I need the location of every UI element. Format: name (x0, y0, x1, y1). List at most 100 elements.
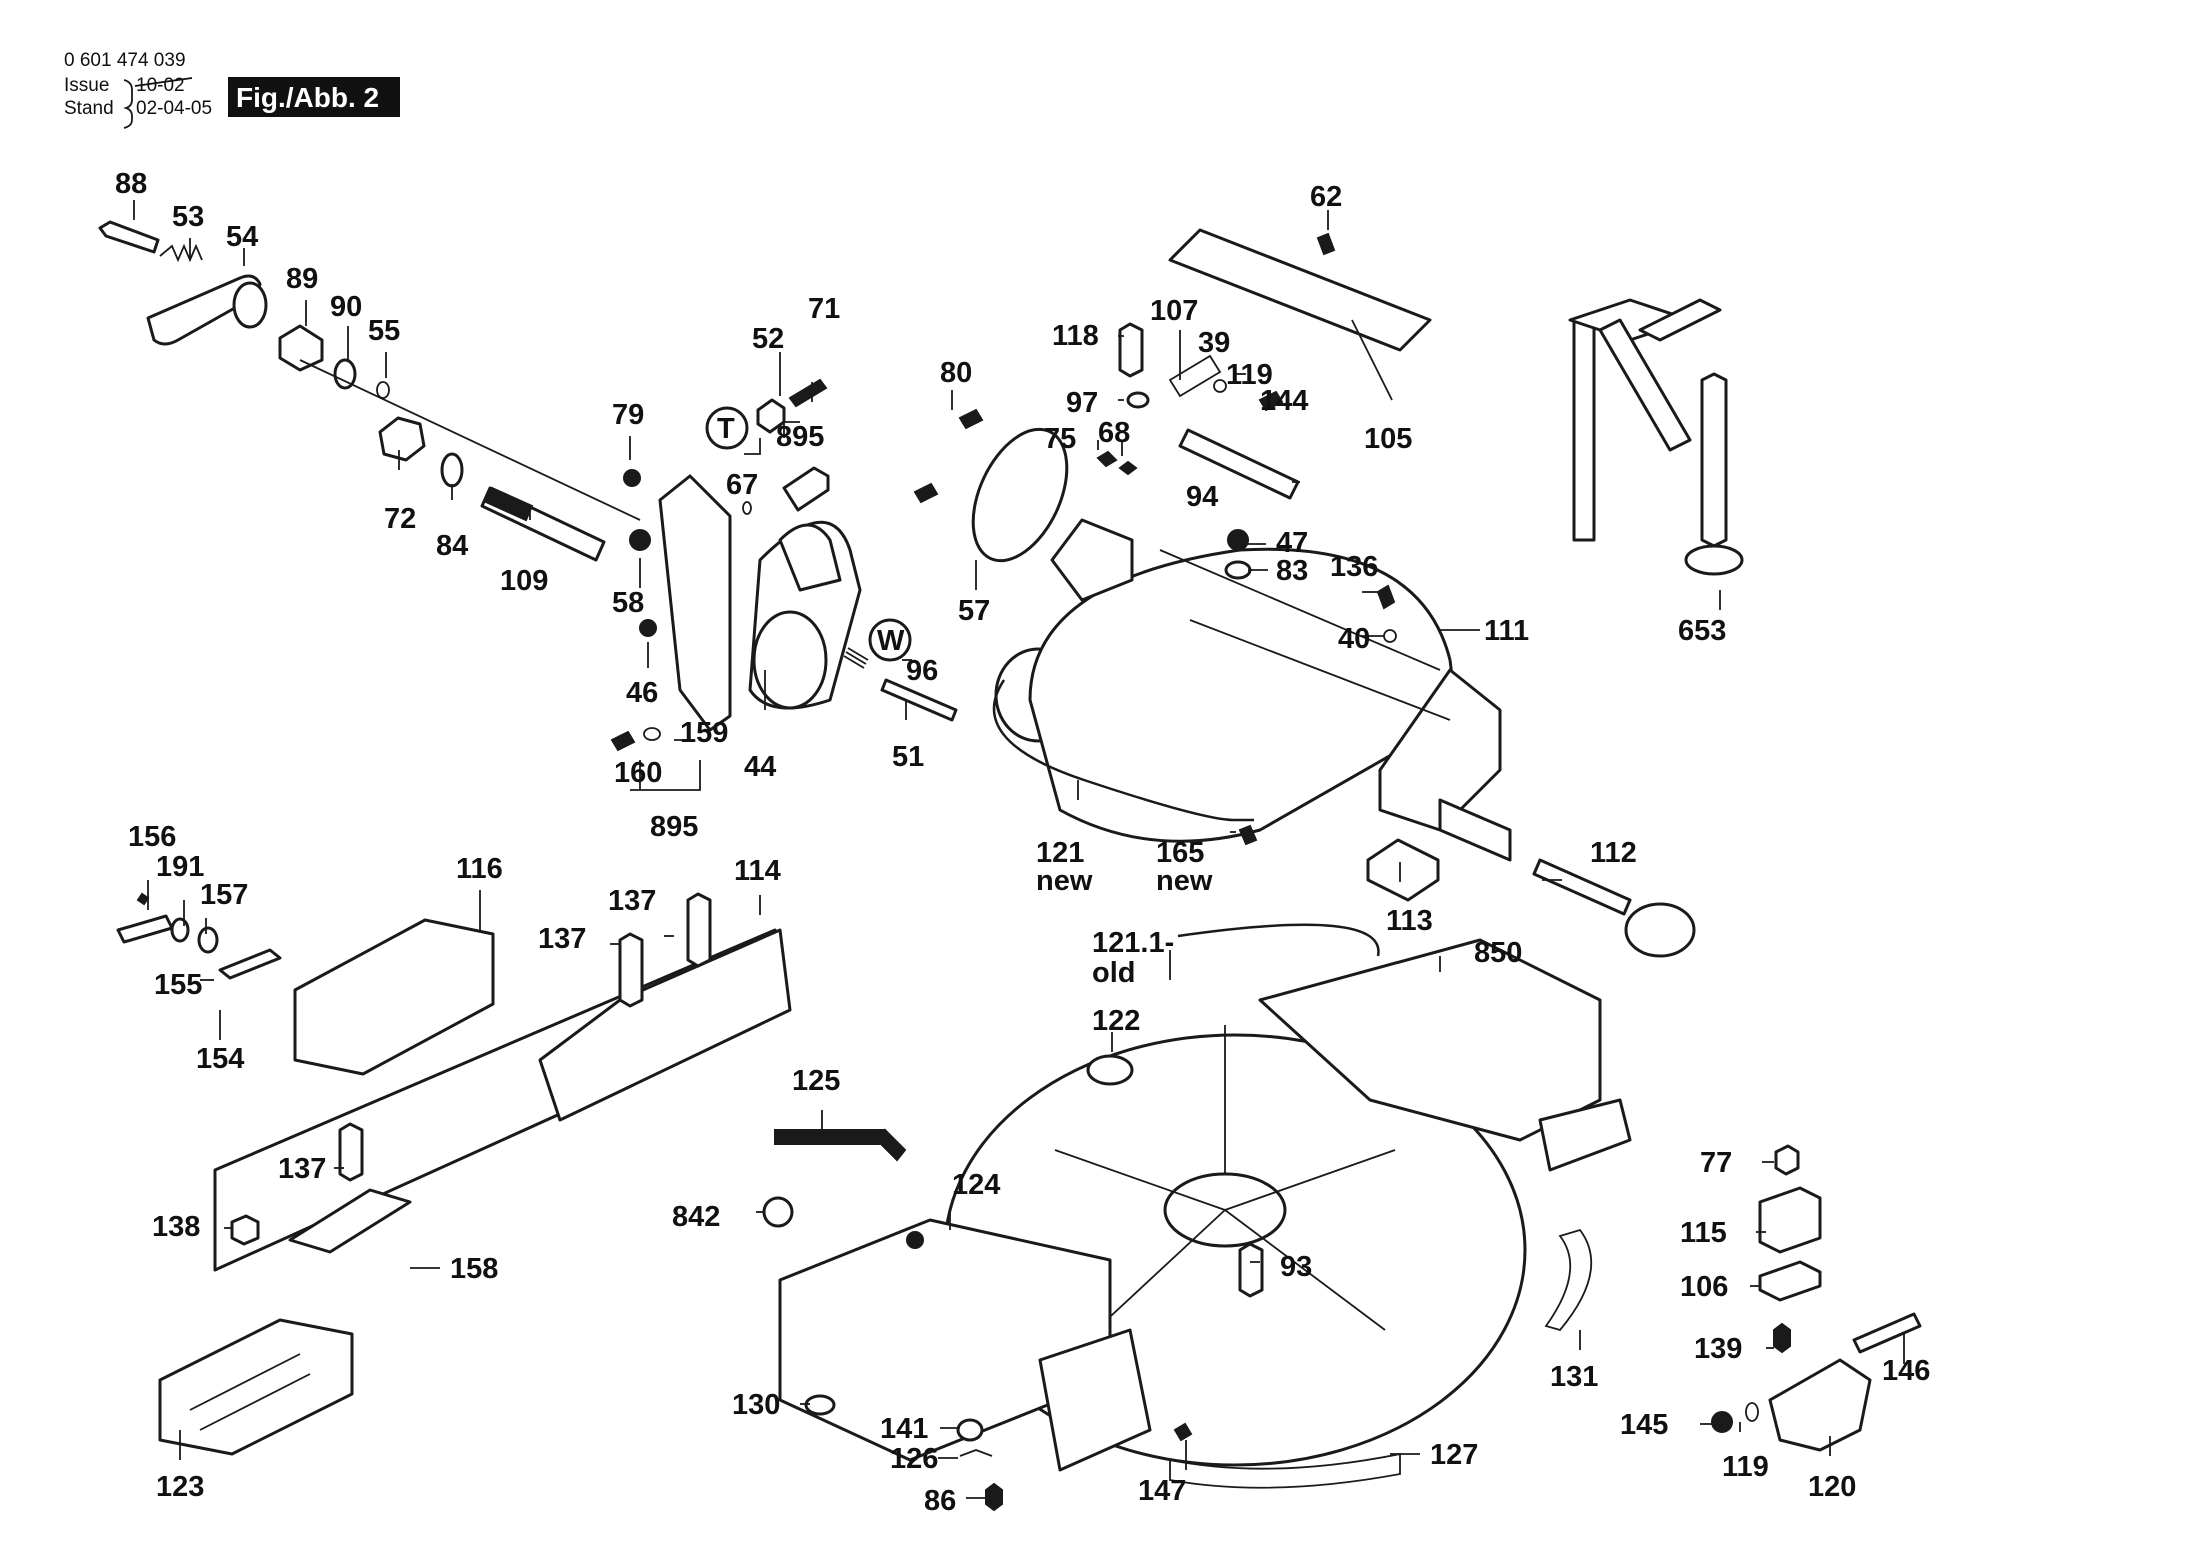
leader-handle (299, 359, 641, 521)
bracket-895-top (744, 421, 800, 455)
callout-121-1: 121.1- (1092, 927, 1174, 959)
callout-895-bottom: 895 (650, 811, 698, 843)
base-right-foot (1538, 1098, 1632, 1172)
callout-T-circle (705, 406, 749, 450)
nut-47 (1227, 529, 1249, 551)
pin-895 (782, 466, 830, 512)
callout-160: 160 (614, 757, 662, 789)
stand-value: 02-04-05 (136, 98, 212, 119)
washer-97 (1126, 391, 1150, 409)
callout-77: 77 (1700, 1147, 1732, 1179)
nut-72 (378, 416, 426, 462)
washer-119 (1745, 1402, 1759, 1422)
clamp-arm (1598, 318, 1692, 452)
scale-131 (1544, 1228, 1593, 1332)
shaft-thread (484, 486, 534, 522)
callout-107: 107 (1150, 295, 1198, 327)
spring-96 (843, 647, 869, 669)
stand-label: Stand (64, 98, 114, 119)
callout-895-top: 895 (776, 421, 824, 453)
screw-160 (610, 730, 636, 752)
plate-57 (971, 427, 1069, 563)
base-front-block (1038, 1328, 1152, 1472)
plate-154 (218, 948, 282, 980)
foot-141 (956, 1418, 984, 1442)
clamp-foot (1684, 544, 1744, 576)
callout-71: 71 (808, 293, 840, 325)
knob-shaft-112 (1532, 858, 1632, 916)
bolt-137-a (618, 932, 644, 1008)
knob-112 (1624, 902, 1696, 958)
bevel-lock (1711, 1144, 1922, 1452)
base-right-block (1258, 938, 1602, 1142)
clamp-handle (1638, 298, 1722, 342)
callout-136: 136 (1330, 551, 1378, 583)
screw-88 (98, 220, 160, 254)
callout-165-new: new (1156, 865, 1213, 897)
clip-126 (959, 1449, 993, 1457)
callout-58: 58 (612, 587, 644, 619)
bracket-plate (658, 474, 732, 732)
clamp-post (1572, 318, 1596, 542)
callout-67: 67 (726, 469, 758, 501)
callout-165: 165 (1156, 837, 1204, 869)
callout-653: 653 (1678, 615, 1726, 647)
callout-124: 124 (952, 1169, 1000, 1201)
spring-53 (159, 243, 203, 263)
screw-75 (1096, 450, 1118, 468)
pad-113 (1366, 838, 1440, 902)
callout-97: 97 (1066, 387, 1098, 419)
clip-156 (136, 892, 150, 906)
handle-assembly (98, 220, 641, 562)
disc-122 (1086, 1054, 1134, 1086)
nut-145 (1711, 1411, 1733, 1433)
base-850 (762, 923, 1632, 1512)
callout-79: 79 (612, 399, 644, 431)
callout-105: 105 (1364, 423, 1412, 455)
washer-90 (333, 358, 357, 390)
callout-80: 80 (940, 357, 972, 389)
screw-165 (1238, 824, 1258, 846)
callout-130: 130 (732, 1389, 780, 1421)
callout-157: 157 (200, 879, 248, 911)
callout-62: 62 (1310, 181, 1342, 213)
bracket-top (778, 523, 842, 592)
washer-83 (1224, 560, 1252, 580)
clamp-653 (1568, 298, 1744, 576)
callout-labels: 88 53 54 89 90 55 72 84 109 79 58 46 160… (115, 168, 1930, 1517)
callout-84: 84 (436, 530, 468, 562)
bolt-137-c (338, 1122, 364, 1182)
callout-158: 158 (450, 1253, 498, 1285)
callout-116: 116 (456, 853, 503, 885)
bracket-107 (1168, 354, 1222, 398)
callout-72: 72 (384, 503, 416, 535)
callout-121-1-old: old (1092, 957, 1136, 989)
callout-146: 146 (1882, 1355, 1930, 1387)
bolt-146 (1852, 1312, 1922, 1354)
callout-94: 94 (1186, 481, 1218, 513)
callout-147: 147 (1138, 1475, 1186, 1507)
callout-55: 55 (368, 315, 400, 347)
nut-79 (623, 469, 641, 487)
plate-105 (1168, 228, 1432, 352)
fence-116 (293, 918, 495, 1076)
turntable-assembly (913, 228, 1696, 958)
part-77 (1774, 1144, 1800, 1176)
scale-127 (1169, 1452, 1401, 1489)
callout-137-c: 137 (278, 1153, 326, 1185)
nut-68 (1118, 460, 1138, 476)
callout-842: 842 (672, 1201, 720, 1233)
turntable-slot (1159, 549, 1451, 721)
part-124 (906, 1231, 924, 1249)
callout-40: 40 (1338, 623, 1370, 655)
lever-191 (116, 914, 174, 944)
callout-90: 90 (330, 291, 362, 323)
bolt-93 (1238, 1242, 1264, 1298)
bolt-94 (1178, 428, 1300, 500)
callout-141: 141 (880, 1413, 928, 1445)
bracket-assembly (610, 378, 958, 791)
wrench-125 (774, 1129, 886, 1145)
doc-number: 0 601 474 039 (64, 50, 186, 71)
callout-156: 156 (128, 821, 176, 853)
